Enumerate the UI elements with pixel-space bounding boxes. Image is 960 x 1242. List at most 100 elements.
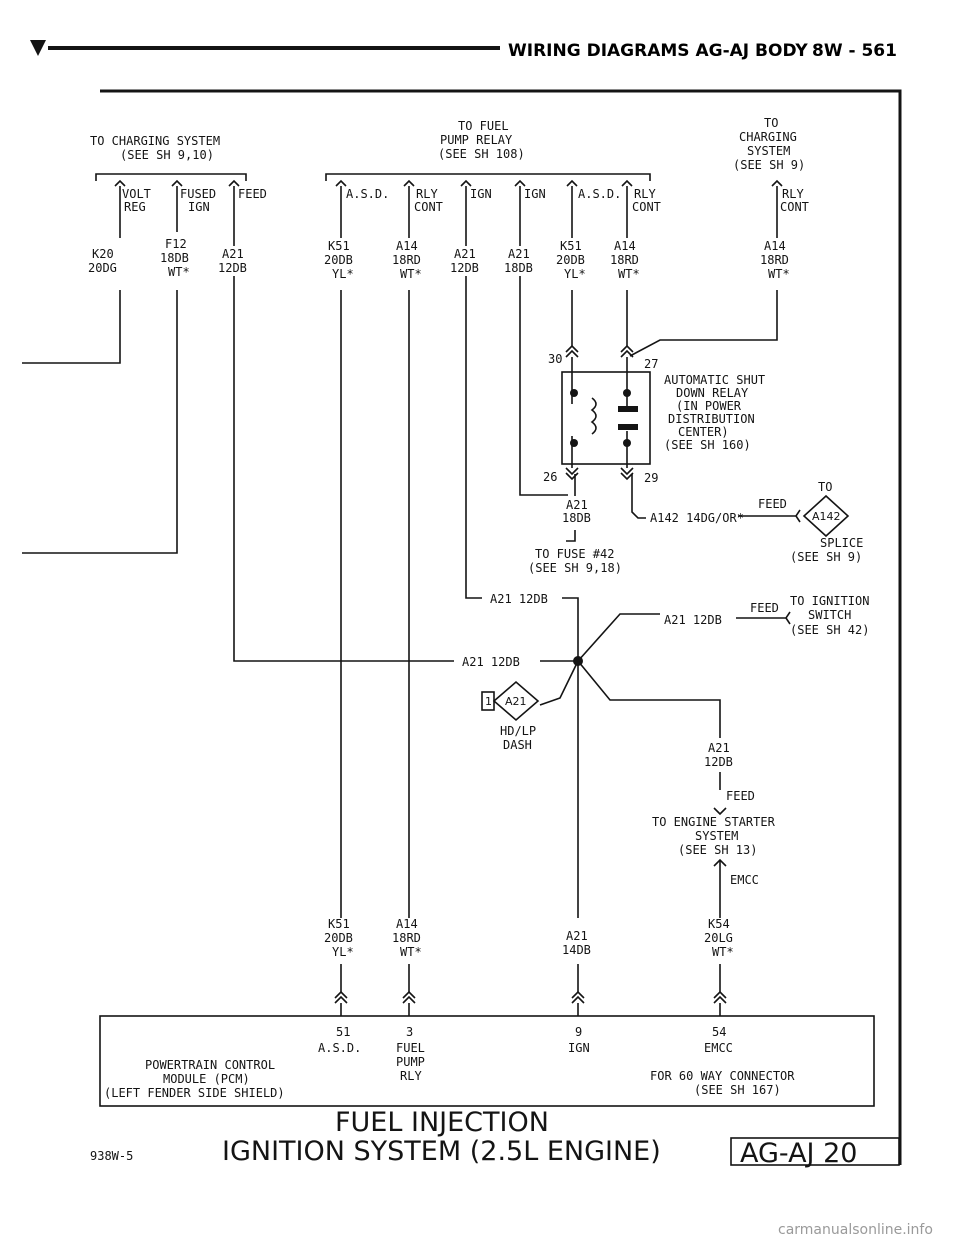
pcm-pin-9: 9 [575, 1025, 582, 1039]
wire-a21-ign2: A21 [508, 247, 530, 261]
splice-label-line2: (SEE SH 9) [790, 550, 862, 564]
splice-node [573, 656, 583, 666]
source-charging-right: TO CHARGING SYSTEM (SEE SH 9) [733, 116, 805, 172]
relay-contact-lower [618, 424, 638, 430]
pcm-pin-54-name: EMCC [704, 1041, 733, 1055]
source-charging-right-line3: SYSTEM [747, 144, 790, 158]
pcm-connector-line1: FOR 60 WAY CONNECTOR [650, 1069, 795, 1083]
wire-a21-12db-2: A21 12DB [664, 613, 722, 627]
asd-relay: 30 27 26 29 AUTOMATIC SHUT DOWN RELAY (I… [543, 344, 765, 485]
wire-k51-bottom: K51 [328, 917, 350, 931]
wire-k54: K54 [708, 917, 730, 931]
wire-k51-relay: K51 [560, 239, 582, 253]
wire-a142: A142 14DG/OR* [650, 511, 744, 525]
relay-label-line3: (IN POWER [676, 399, 742, 413]
wire-k20-gauge: 20DG [88, 261, 117, 275]
wire-f12-color: WT* [168, 265, 190, 279]
splice-diamond-icon [802, 494, 850, 538]
relay-label-line4: DISTRIBUTION [668, 412, 755, 426]
emcc-label: EMCC [730, 873, 759, 887]
terminal-asd-1: A.S.D. [346, 187, 389, 201]
source-fuel-pump-relay: TO FUEL PUMP RELAY (SEE SH 108) [438, 119, 525, 161]
source-charging-left-line2: (SEE SH 9,10) [120, 148, 214, 162]
wire-a21-bottom-gauge: 14DB [562, 943, 591, 957]
relay-contact-dot-top [623, 389, 631, 397]
pcm-pin-51-name: A.S.D. [318, 1041, 361, 1055]
wire-a14-bottom: A14 [396, 917, 418, 931]
wire-a21-ign1-gauge: 12DB [450, 261, 479, 275]
footer-code-box [730, 1137, 900, 1166]
terminal-cont-3: CONT [780, 200, 809, 214]
fuse-label-line1: TO FUSE #42 [535, 547, 614, 561]
header-title: WIRING DIAGRAMS AG-AJ BODY [508, 41, 808, 61]
fuel-pump-bracket [325, 173, 651, 181]
terminal-cont-2: CONT [632, 200, 661, 214]
relay-label-line5: CENTER) [678, 425, 729, 439]
fuse-label-line2: (SEE SH 9,18) [528, 561, 622, 575]
wire-a14-charging-color: WT* [768, 267, 790, 281]
pcm-pin-54: 54 [712, 1025, 726, 1039]
source-fuel-pump-line2: PUMP RELAY [440, 133, 513, 147]
relay-pin-30-connector [565, 344, 579, 358]
relay-pin-30: 30 [548, 352, 562, 366]
terminal-ticks [114, 179, 783, 187]
hdlp-label-line1: HD/LP [500, 724, 536, 738]
pcm-pin-51: 51 [336, 1025, 350, 1039]
watermark: carmanualsonline.info [778, 1222, 933, 1238]
a142-leader [738, 509, 801, 523]
wire-a21-starter: A21 [708, 741, 730, 755]
wire-a21-starter-gauge: 12DB [704, 755, 733, 769]
wire-a21-bottom: A21 [566, 929, 588, 943]
hdlp-connector-id: A21 [505, 695, 527, 708]
wire-a14-charging-gauge: 18RD [760, 253, 789, 267]
charging-left-bracket [95, 173, 247, 181]
wire-a14-top-color: WT* [400, 267, 422, 281]
pcm-box [99, 1015, 875, 1107]
source-charging-left: TO CHARGING SYSTEM (SEE SH 9,10) [90, 134, 220, 162]
relay-coil-dot-bottom [570, 439, 578, 447]
relay-pin-26: 26 [543, 470, 557, 484]
page-frame [100, 89, 902, 1165]
wire-a14-relay: A14 [614, 239, 636, 253]
starter-line3: (SEE SH 13) [678, 843, 757, 857]
terminal-ign-2: IGN [524, 187, 546, 201]
relay-pin-26-connector [565, 467, 579, 481]
splice-id: A142 [812, 510, 841, 523]
wire-a14-bottom-color: WT* [400, 945, 422, 959]
wire-a21-ign2-gauge: 18DB [504, 261, 533, 275]
hdlp-connector-number: 1 [485, 695, 492, 708]
wire-k51-bottom-gauge: 20DB [324, 931, 353, 945]
wire-k51-top-color: YL* [332, 267, 354, 281]
relay-label-line6: (SEE SH 160) [664, 438, 751, 452]
wire-lines [22, 186, 778, 992]
pcm-label-line2: MODULE (PCM) [163, 1072, 250, 1086]
terminal-rly-2: RLY [634, 187, 656, 201]
wire-f12: F12 [165, 237, 187, 251]
hdlp-label-line2: DASH [503, 738, 532, 752]
relay-pin-27: 27 [644, 357, 658, 371]
wire-k54-gauge: 20LG [704, 931, 733, 945]
footer-code: 938W-5 [90, 1149, 133, 1163]
pcm-pin-3-name2: PUMP [396, 1055, 425, 1069]
relay-pin-27-connector [620, 344, 634, 358]
terminal-cont-1: CONT [414, 200, 443, 214]
emcc-connector-icon [713, 858, 727, 867]
terminal-fused: FUSED [180, 187, 216, 201]
relay-contact-upper [618, 406, 638, 412]
ign-switch-line1: TO IGNITION [790, 594, 869, 608]
feed-a142: FEED [758, 497, 787, 511]
wire-a14-bottom-gauge: 18RD [392, 931, 421, 945]
relay-coil-icon [590, 397, 597, 435]
terminal-asd-2: A.S.D. [578, 187, 621, 201]
wire-k20: K20 [92, 247, 114, 261]
relay-pin-29-connector [620, 467, 634, 481]
starter-connector-icon [713, 807, 727, 816]
terminal-ign-fused: IGN [188, 200, 210, 214]
relay-coil-dot-top [570, 389, 578, 397]
relay-pin-29: 29 [644, 471, 658, 485]
wire-a21-charging-gauge: 12DB [218, 261, 247, 275]
terminal-ign-1: IGN [470, 187, 492, 201]
wire-a14-top-gauge: 18RD [392, 253, 421, 267]
starter-line1: TO ENGINE STARTER [652, 815, 776, 829]
